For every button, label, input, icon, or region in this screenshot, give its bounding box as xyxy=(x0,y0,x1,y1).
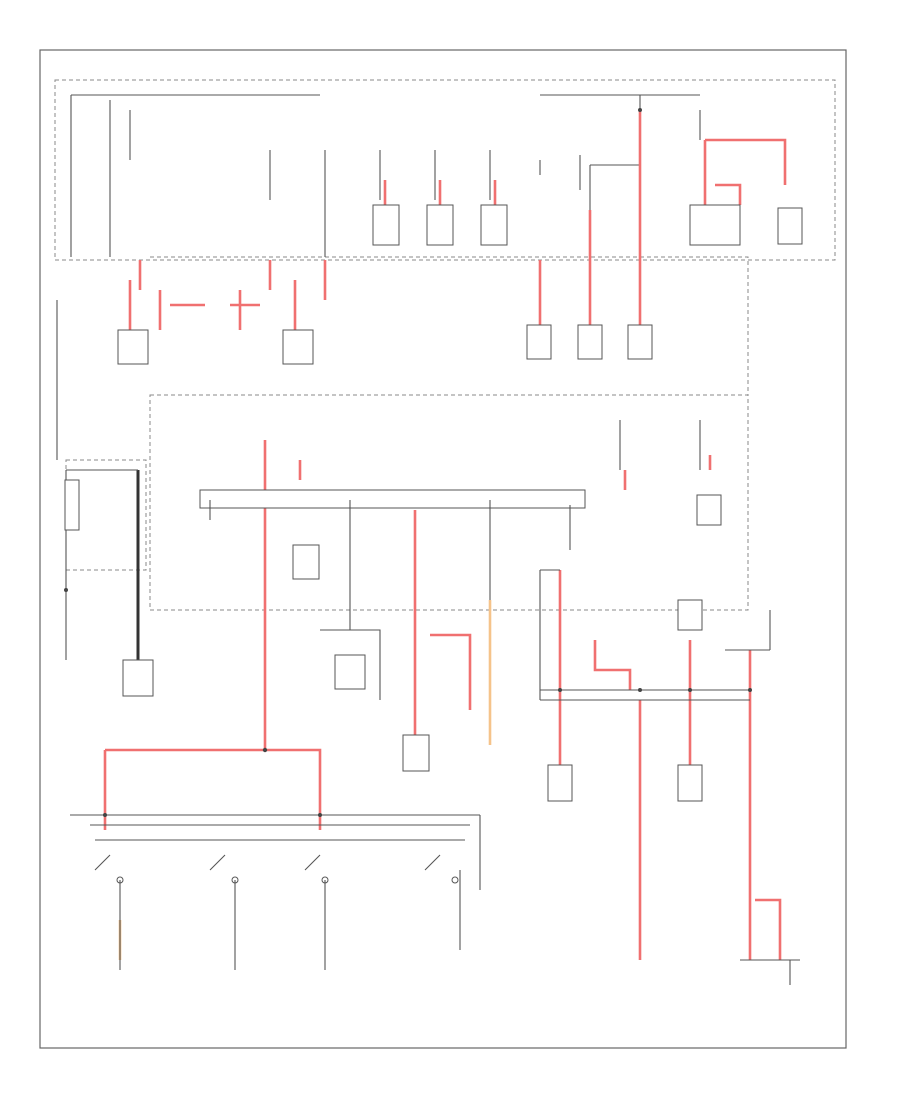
module-box-c xyxy=(526,324,552,360)
bus-bars xyxy=(70,420,791,985)
underhood-fuse-relay-box xyxy=(54,79,836,261)
blower-box xyxy=(677,599,703,631)
lower-right-loads xyxy=(725,610,800,961)
relay-box-b xyxy=(426,204,454,246)
fuel-pump-relay xyxy=(292,544,320,580)
diagram-frame xyxy=(39,49,847,1049)
power-wires xyxy=(103,110,787,960)
power-mirror-box xyxy=(696,494,722,526)
lower-fuse-box-outline xyxy=(150,256,749,396)
top-section-wiring xyxy=(56,94,701,460)
module-box-e xyxy=(627,324,653,360)
ignition-switch-contacts xyxy=(94,854,459,970)
fusible-link-box xyxy=(64,479,80,531)
fuel-sender-box xyxy=(677,764,703,802)
starter-motor-box xyxy=(122,659,154,697)
orange-wires xyxy=(118,600,492,960)
fuse-block-bus xyxy=(199,489,586,509)
dashed-enclosures xyxy=(54,79,836,611)
module-box-a xyxy=(117,329,149,365)
relay-box-e xyxy=(777,207,803,245)
relay-f xyxy=(334,654,366,690)
ac-relay xyxy=(402,734,430,772)
relay-box-a xyxy=(372,204,400,246)
module-box-b xyxy=(282,329,314,365)
splice-nodes xyxy=(64,108,752,817)
relay-box-d xyxy=(689,204,741,246)
relay-box-c xyxy=(480,204,508,246)
component-boxes xyxy=(64,204,803,802)
abs-module-box xyxy=(547,764,573,802)
module-box-d xyxy=(577,324,603,360)
